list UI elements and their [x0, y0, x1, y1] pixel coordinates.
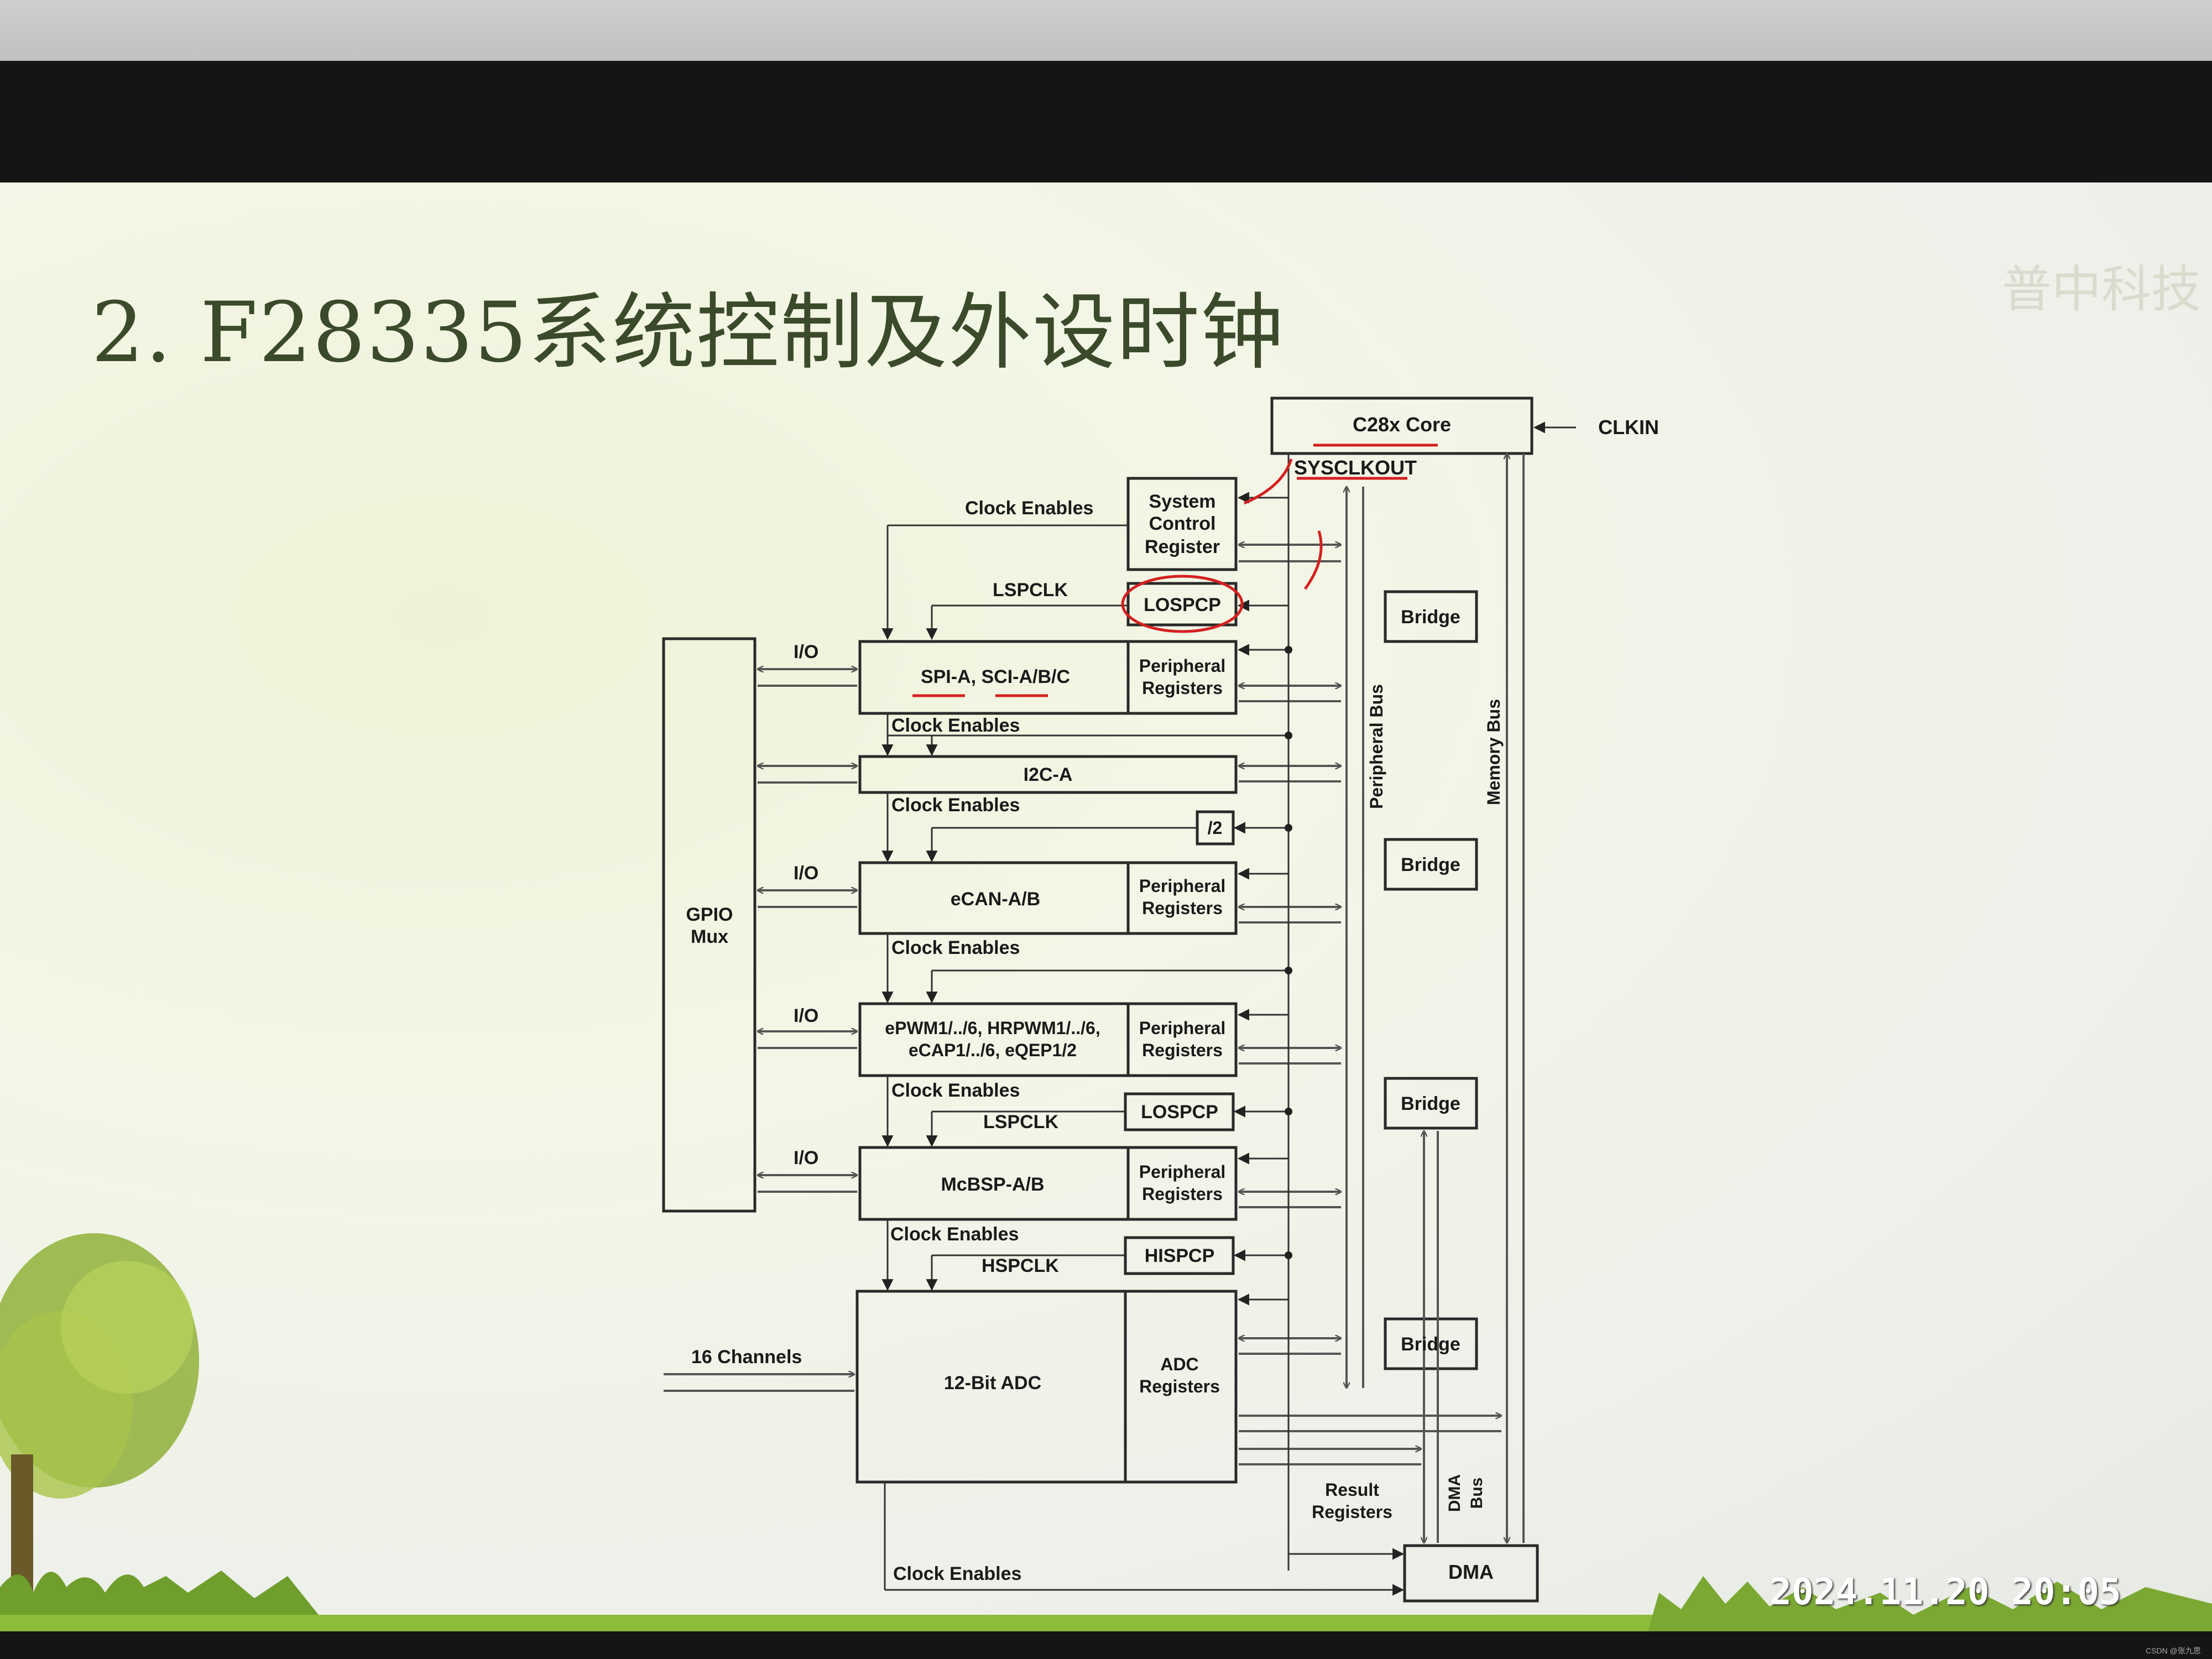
clkin-label: CLKIN — [1598, 416, 1659, 439]
bridge-label-2: Bridge — [1401, 854, 1460, 875]
result-registers-label-a: Result — [1325, 1480, 1379, 1500]
peripheral-label-4a: Peripheral — [1139, 1162, 1226, 1182]
epwm-label-2: eCAP1/../6, eQEP1/2 — [909, 1040, 1077, 1060]
clock-enables-label-3: Clock Enables — [891, 937, 1020, 958]
core-label: C28x Core — [1353, 413, 1451, 436]
lospcp-label-lower: LOSPCP — [1141, 1102, 1218, 1123]
result-registers-label-b: Registers — [1312, 1502, 1392, 1522]
spi-sci-label: SPI-A, SCI-A/B/C — [921, 666, 1070, 687]
gpio-label: GPIO — [686, 904, 733, 925]
bridge-label-4: Bridge — [1401, 1334, 1460, 1355]
peripheral-label-1a: Peripheral — [1139, 656, 1226, 676]
lospcp-label-top: LOSPCP — [1144, 594, 1221, 615]
adc-registers-label-b: Registers — [1139, 1376, 1220, 1396]
io-label-2: I/O — [794, 863, 818, 884]
mux-label: Mux — [691, 926, 728, 947]
bridge-label-3: Bridge — [1401, 1093, 1460, 1114]
clock-enables-label-4: Clock Enables — [891, 1080, 1020, 1101]
peripheral-label-3b: Registers — [1142, 1040, 1223, 1060]
peripheral-label-3a: Peripheral — [1139, 1018, 1226, 1038]
sysclkout-label: SYSCLKOUT — [1294, 456, 1417, 479]
clock-enables-label-5: Clock Enables — [890, 1224, 1019, 1245]
clock-enables-label-top: Clock Enables — [965, 498, 1093, 519]
adc-label: 12-Bit ADC — [944, 1373, 1041, 1394]
system-label: System — [1149, 491, 1216, 512]
mcbsp-label: McBSP-A/B — [941, 1174, 1044, 1195]
clock-enables-label-2: Clock Enables — [891, 795, 1020, 816]
peripheral-label-4b: Registers — [1142, 1184, 1223, 1204]
peripheral-bus-label: Peripheral Bus — [1366, 684, 1386, 809]
div2-label: /2 — [1208, 818, 1223, 838]
dma-label: DMA — [1448, 1561, 1494, 1583]
epwm-label-1: ePWM1/../6, HRPWM1/../6, — [885, 1018, 1100, 1038]
adc-registers-label-a: ADC — [1160, 1354, 1198, 1374]
clock-enables-label-bottom: Clock Enables — [893, 1563, 1021, 1584]
peripheral-label-1b: Registers — [1142, 678, 1223, 698]
sixteen-channels-label: 16 Channels — [691, 1347, 802, 1368]
io-label-3: I/O — [794, 1005, 818, 1026]
hispcp-label: HISPCP — [1145, 1245, 1215, 1266]
clock-enables-label-1: Clock Enables — [891, 715, 1020, 736]
peripheral-label-2a: Peripheral — [1139, 876, 1226, 896]
io-label-4: I/O — [794, 1147, 818, 1168]
mcbsp-box — [860, 1147, 1236, 1219]
peripheral-label-2b: Registers — [1142, 898, 1223, 918]
bridge-label-1: Bridge — [1401, 607, 1460, 628]
io-label-1: I/O — [794, 641, 818, 662]
lspclk-label-top: LSPCLK — [993, 580, 1068, 601]
control-label: Control — [1149, 513, 1216, 534]
register-label: Register — [1145, 536, 1220, 557]
memory-bus-label: Memory Bus — [1484, 699, 1504, 805]
ecan-label: eCAN-A/B — [951, 889, 1040, 910]
dma-bus-label-b: Bus — [1468, 1478, 1486, 1509]
hspclk-label: HSPCLK — [982, 1255, 1059, 1276]
i2c-label: I2C-A — [1024, 764, 1073, 785]
lspclk-label-lower: LSPCLK — [983, 1112, 1058, 1133]
dma-bus-label-a: DMA — [1446, 1474, 1464, 1512]
epwm-box — [860, 1004, 1236, 1076]
